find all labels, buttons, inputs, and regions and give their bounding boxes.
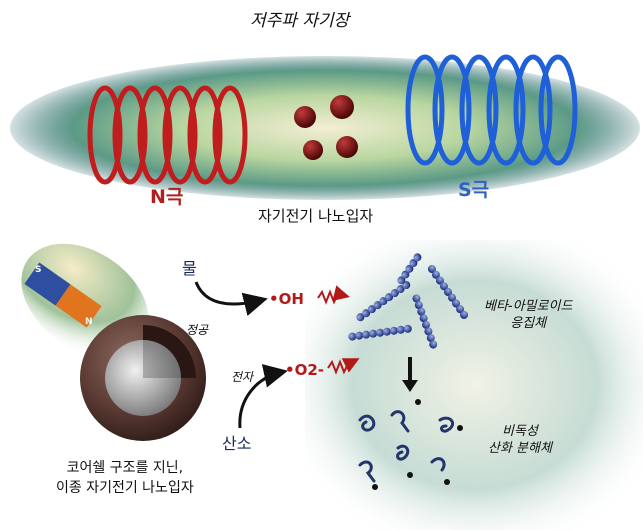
core-shell-caption-line2: 이종 자기전기 나노입자	[56, 480, 194, 496]
oxygen-to-superoxide-arrow	[238, 364, 288, 429]
fragment-nodes	[372, 399, 463, 490]
superoxide-attack-arrow	[327, 358, 360, 375]
fibril	[356, 281, 411, 322]
beta-amyloid-aggregates	[348, 253, 469, 349]
diagram-title: 저주파 자기장	[250, 11, 350, 31]
nontoxic-label: 비독성 산화 분해체	[488, 424, 552, 456]
magnet-n-label: N	[85, 317, 93, 327]
core-shell-caption: 코어쉘 구조를 지닌, 이종 자기전기 나노입자	[56, 458, 194, 498]
nanoparticle-label: 자기전기 나노입자	[258, 207, 374, 225]
core-shell-caption-line1: 코어쉘 구조를 지닌,	[66, 460, 184, 476]
oxygen-label: 산소	[222, 434, 252, 453]
magnet-s-label: S	[35, 265, 42, 275]
core-shell-nanoparticle	[80, 315, 206, 441]
fibril	[427, 265, 469, 319]
beta-amyloid-label: 베타-아밀로이드 응집체	[484, 299, 573, 331]
electron-label: 전자	[231, 370, 254, 384]
s-pole-coil	[405, 54, 578, 166]
degradation-arrow	[402, 357, 418, 392]
oh-attack-arrow	[317, 285, 350, 305]
bar-magnet-icon	[24, 262, 102, 328]
magnetoelectric-nanoparticles	[294, 95, 358, 160]
fibril	[397, 253, 422, 285]
fibril	[412, 294, 438, 349]
water-to-oh-arrow	[194, 281, 268, 317]
hydroxyl-radical-label: •OH	[269, 290, 304, 308]
reaction-background	[305, 240, 643, 530]
s-pole-label: S극	[458, 179, 490, 201]
nontoxic-fragments	[358, 410, 454, 483]
n-pole-coil	[87, 85, 248, 185]
superoxide-label: •O2-	[285, 361, 325, 379]
hole-label: 정공	[186, 323, 209, 337]
fibril	[348, 324, 412, 341]
n-pole-label: N극	[150, 186, 184, 208]
water-label: 물	[182, 259, 197, 278]
